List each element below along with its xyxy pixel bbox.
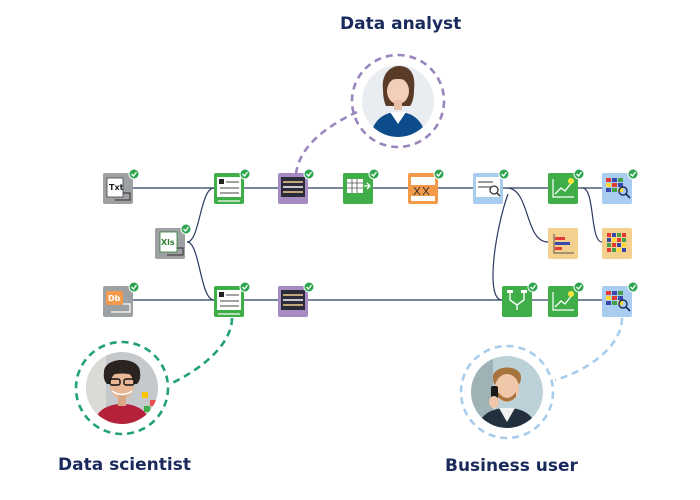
business-avatar: [459, 344, 555, 440]
grid-table-node[interactable]: [602, 228, 632, 259]
scientist-avatar: [74, 340, 170, 436]
learner-node-top[interactable]: [214, 168, 251, 204]
analyst-dashed-link: [294, 110, 358, 175]
bar-chart-node[interactable]: [548, 228, 578, 259]
check-circle-icon: [527, 281, 539, 293]
analyst-avatar: [350, 53, 446, 149]
orange-node[interactable]: [408, 168, 445, 204]
table-node[interactable]: [343, 168, 380, 204]
edge-xls-to-learner2: [186, 241, 215, 301]
blue-predictor-node[interactable]: [473, 168, 510, 204]
txt-reader-node[interactable]: Txt: [103, 168, 140, 204]
db-reader-node[interactable]: Db: [103, 281, 140, 317]
joiner-node[interactable]: [502, 281, 539, 317]
edge-blue1-to-yellow1: [507, 187, 549, 243]
check-circle-icon: [128, 281, 140, 293]
line-chart-node-bottom[interactable]: [548, 281, 585, 317]
check-circle-icon: [627, 168, 639, 180]
edge-green4-to-yellow2: [582, 187, 603, 243]
line-chart-node-top[interactable]: [548, 168, 585, 204]
business-role-label: Business user: [445, 456, 578, 476]
edge-xls-to-learner1: [186, 187, 215, 243]
check-circle-icon: [433, 168, 445, 180]
heatmap-node-bottom[interactable]: [602, 281, 639, 317]
purple-node-top[interactable]: [278, 168, 315, 204]
check-circle-icon: [180, 223, 192, 235]
check-circle-icon: [498, 168, 510, 180]
check-circle-icon: [239, 281, 251, 293]
check-circle-icon: [627, 281, 639, 293]
txt-reader-glyph: Txt: [109, 183, 124, 192]
db-reader-glyph: Db: [108, 294, 121, 303]
workflow-edges: [133, 187, 603, 301]
check-circle-icon: [303, 168, 315, 180]
check-circle-icon: [303, 281, 315, 293]
check-circle-icon: [573, 168, 585, 180]
business-dashed-link: [554, 317, 624, 382]
heatmap-node-top[interactable]: [602, 168, 639, 204]
check-circle-icon: [573, 281, 585, 293]
scientist-dashed-link: [169, 317, 234, 386]
check-circle-icon: [239, 168, 251, 180]
check-circle-icon: [128, 168, 140, 180]
xls-reader-glyph: Xls: [161, 238, 175, 247]
scientist-role-label: Data scientist: [58, 455, 191, 475]
purple-node-bottom[interactable]: [278, 281, 315, 317]
learner-node-bottom[interactable]: [214, 281, 251, 317]
edge-blue1-to-green5: [492, 193, 509, 301]
check-circle-icon: [368, 168, 380, 180]
analyst-role-label: Data analyst: [340, 14, 462, 34]
xls-reader-node[interactable]: Xls: [155, 223, 192, 259]
